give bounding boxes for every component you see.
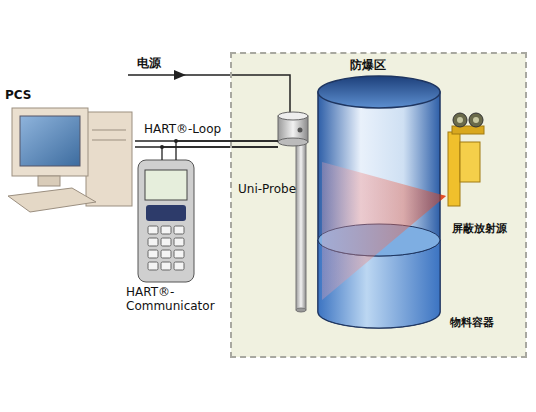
handheld (138, 160, 194, 282)
computer (8, 108, 132, 212)
signal-label: 电源 (137, 56, 161, 70)
node-label: Uni-Probe (238, 182, 270, 196)
edge-label: HART®-Loop (144, 122, 221, 136)
source-node: 屏蔽放射源 (440, 112, 496, 207)
probe (278, 112, 308, 312)
node-label: 防爆区 (350, 58, 536, 72)
tank-node: 物料容器 (300, 68, 442, 333)
computer-node: PCS (5, 88, 135, 206)
node-label: HART®- Communicator (126, 285, 218, 314)
probe-node: Uni-Probe (278, 110, 310, 148)
node-label: 物料容器 (450, 316, 536, 329)
hart-loop-wire (135, 141, 278, 147)
node-label: PCS (5, 88, 135, 102)
shielded-source (448, 113, 484, 206)
tank (318, 76, 446, 328)
wire (176, 141, 278, 160)
wire (162, 147, 278, 160)
node-label: 屏蔽放射源 (452, 222, 508, 235)
communicator-node: HART®- Communicator (130, 160, 202, 320)
hart-loop-wire (162, 141, 278, 160)
explosion-proof-zone: 防爆区Uni-Probe屏蔽放射源物料容器 (230, 52, 527, 358)
